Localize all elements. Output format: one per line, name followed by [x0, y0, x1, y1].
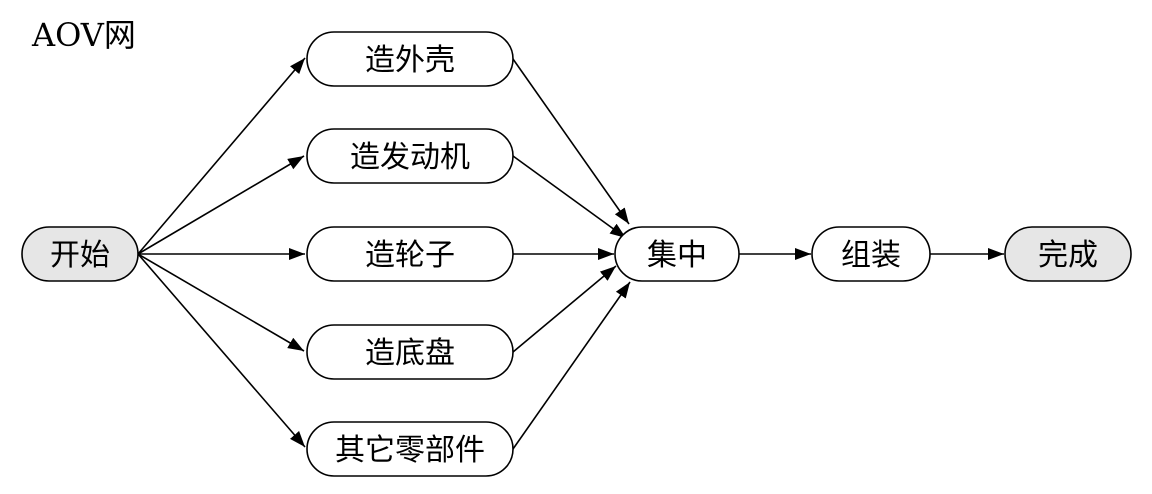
node-box-done: [1004, 226, 1132, 282]
edge-shell-to-gather: [512, 58, 630, 225]
node-label-shell: 造外壳: [365, 43, 455, 78]
node-chassis: 造底盘: [306, 324, 514, 380]
node-label-chassis: 造底盘: [365, 336, 455, 371]
node-box-chassis: [306, 324, 514, 380]
node-label-gather: 集中: [647, 238, 707, 273]
node-done: 完成: [1004, 226, 1132, 282]
node-box-wheels: [306, 226, 514, 282]
edge-engine-to-gather: [512, 155, 627, 239]
node-label-done: 完成: [1038, 238, 1098, 273]
node-parts: 其它零部件: [306, 421, 514, 477]
node-engine: 造发动机: [306, 128, 514, 184]
diagram-title: AOV网: [32, 16, 136, 54]
node-label-parts: 其它零部件: [335, 433, 485, 468]
node-label-wheels: 造轮子: [365, 238, 455, 273]
node-assemble: 组装: [811, 226, 931, 282]
node-label-start: 开始: [50, 238, 110, 273]
node-label-engine: 造发动机: [350, 140, 470, 175]
node-box-parts: [306, 421, 514, 477]
node-box-shell: [306, 31, 514, 87]
node-label-assemble: 组装: [841, 238, 901, 273]
edge-start-to-shell: [137, 57, 306, 255]
node-shell: 造外壳: [306, 31, 514, 87]
edge-start-to-parts: [137, 253, 306, 448]
node-box-start: [21, 226, 139, 282]
node-gather: 集中: [614, 226, 740, 282]
node-box-gather: [614, 226, 740, 282]
node-start: 开始: [21, 226, 139, 282]
edge-chassis-to-gather: [512, 265, 617, 353]
edges-layer: [137, 57, 1004, 450]
node-box-assemble: [811, 226, 931, 282]
edge-start-to-engine: [137, 155, 305, 255]
node-box-engine: [306, 128, 514, 184]
node-wheels: 造轮子: [306, 226, 514, 282]
edge-start-to-chassis: [137, 253, 305, 352]
edge-parts-to-gather: [512, 281, 631, 450]
